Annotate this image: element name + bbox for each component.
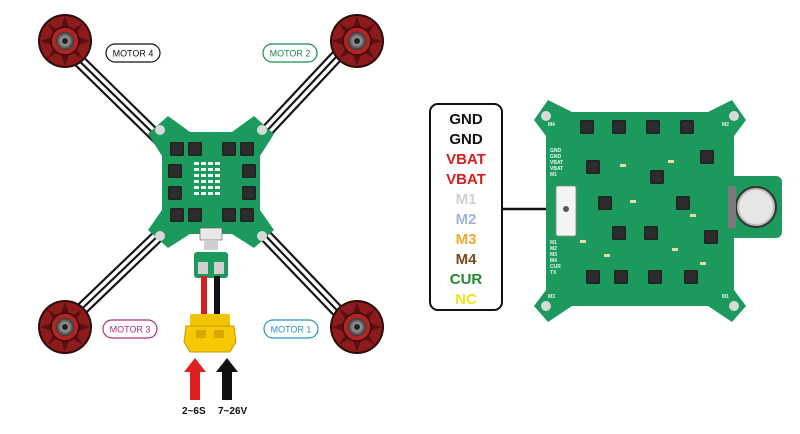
- silk-left-4: M1: [550, 172, 557, 178]
- pin-label-m3-6: M3: [456, 231, 477, 248]
- silk-right-0: M1: [550, 240, 557, 246]
- power-leads: [183, 276, 237, 353]
- silk-left-0: GND: [550, 148, 562, 154]
- silk-right-2: M3: [550, 252, 557, 258]
- motor-4-label-box: MOTOR 4: [105, 43, 161, 63]
- pin-label-gnd-0: GND: [449, 111, 483, 128]
- silk-right-5: TX: [550, 270, 557, 276]
- pin-label-vbat-3: VBAT: [446, 171, 486, 188]
- corner-label-m4: M4: [548, 122, 555, 128]
- motor-1-label-box: MOTOR 1: [263, 319, 319, 339]
- negative-arrow-icon: [216, 358, 238, 400]
- silk-right-4: CUR: [550, 264, 561, 270]
- silk-right-1: M2: [550, 246, 557, 252]
- motor-1-label: MOTOR 1: [271, 325, 312, 335]
- pinout-legend-box: [429, 103, 503, 311]
- motor-2-icon: [329, 13, 385, 69]
- motor-2-label-box: MOTOR 2: [262, 43, 318, 63]
- pin-label-cur-8: CUR: [450, 271, 483, 288]
- motor-3-label: MOTOR 3: [110, 325, 151, 335]
- corner-label-m3: M3: [548, 294, 555, 300]
- positive-arrow-icon: [184, 358, 206, 400]
- motor-1-icon: [329, 299, 385, 355]
- silk-left-2: VBAT: [550, 160, 563, 166]
- motor-4-icon: [37, 13, 93, 69]
- pin-label-m4-7: M4: [456, 251, 477, 268]
- negative-voltage-label: 7~26V: [218, 406, 248, 417]
- pin-label-nc-9: NC: [455, 291, 477, 308]
- silk-right-3: M4: [550, 258, 557, 264]
- esc-board-left: [148, 116, 274, 278]
- corner-label-m1: M1: [722, 294, 729, 300]
- pin-label-vbat-2: VBAT: [446, 151, 486, 168]
- motor-3-icon: [37, 299, 93, 355]
- motor-4-label: MOTOR 4: [113, 49, 154, 59]
- corner-label-m2: M2: [722, 122, 729, 128]
- motor-2-label: MOTOR 2: [270, 49, 311, 59]
- silk-left-3: VBAT: [550, 166, 563, 172]
- positive-voltage-label: 2~6S: [182, 406, 206, 417]
- motor-3-label-box: MOTOR 3: [102, 319, 158, 339]
- silk-left-1: GND: [550, 154, 562, 160]
- quad-wiring-view: MOTOR 4 MOTOR 2 MOTOR 3 MOTOR 1: [37, 13, 385, 417]
- pin-label-m1-4: M1: [456, 191, 477, 208]
- pin-label-gnd-1: GND: [449, 131, 483, 148]
- pin-label-m2-5: M2: [456, 211, 477, 228]
